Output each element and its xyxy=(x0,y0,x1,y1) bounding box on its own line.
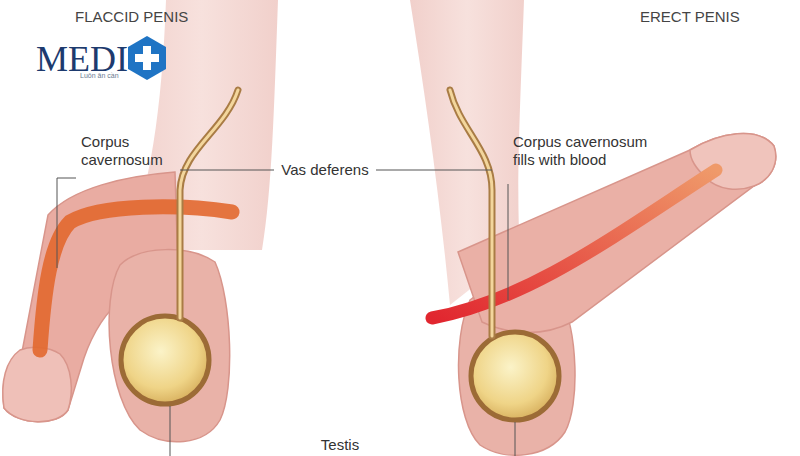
testis xyxy=(471,332,559,420)
leader-line xyxy=(376,170,492,171)
leader-line xyxy=(180,170,274,171)
vas-deferens xyxy=(450,90,492,336)
logo-tagline: Luôn ân cần xyxy=(80,72,140,80)
logo-cross xyxy=(135,46,159,70)
part-label: Vas deferens xyxy=(270,161,380,179)
leader-line xyxy=(170,406,171,456)
leader-line xyxy=(515,422,516,456)
vas-deferens xyxy=(180,90,238,318)
part-label: Corpus cavernosum fills with blood xyxy=(513,133,663,169)
vas-deferens xyxy=(450,90,492,336)
panel-heading: ERECT PENIS xyxy=(640,8,790,26)
part-label: Corpus cavernosum xyxy=(81,133,173,169)
panel-heading: FLACCID PENIS xyxy=(75,8,235,26)
leader-line xyxy=(57,178,76,268)
corpus-cavernosum xyxy=(432,170,716,318)
scrotum xyxy=(109,250,230,442)
part-label: Testis xyxy=(290,436,390,454)
logo-shield xyxy=(128,36,166,80)
glans xyxy=(3,347,71,421)
leader-line xyxy=(508,184,509,300)
testis xyxy=(121,316,209,404)
vas-deferens xyxy=(180,90,238,318)
